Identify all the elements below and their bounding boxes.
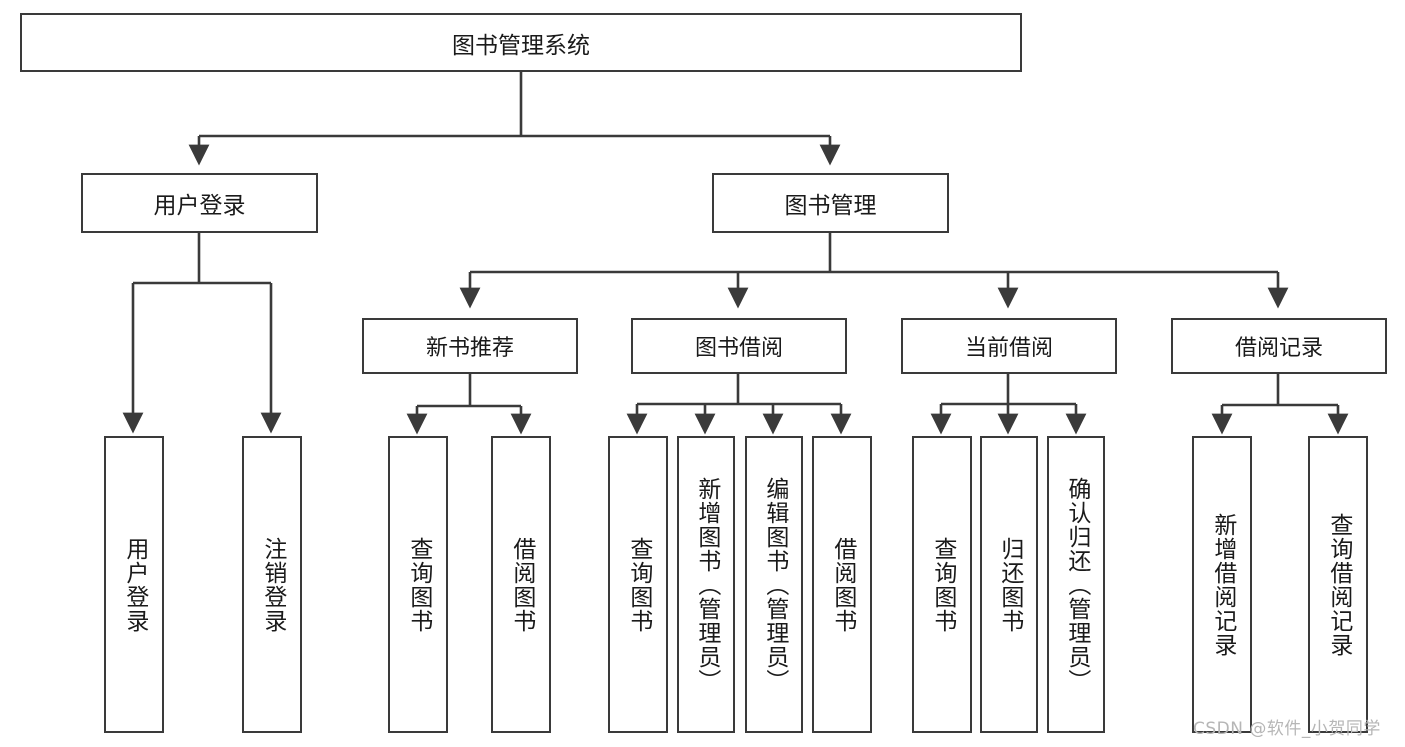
leaf-borrow-add-book-admin[interactable]: 新增图书（管理员） [677,436,735,733]
leaf-label: 查询图书 [625,536,652,633]
node-book-borrow[interactable]: 图书借阅 [631,318,847,374]
node-borrow-record-label: 借阅记录 [1234,336,1323,361]
node-book-borrow-label: 图书借阅 [694,336,783,361]
leaf-label: 注销登录 [259,536,286,633]
leaf-user-login-login[interactable]: 用户登录 [104,436,164,733]
leaf-label: 查询图书 [405,536,432,633]
leaf-current-return-book[interactable]: 归还图书 [980,436,1038,733]
node-book-management-label: 图书管理 [784,193,877,219]
node-root-label: 图书管理系统 [452,32,590,59]
leaf-label: 查询借阅记录 [1325,512,1352,657]
leaf-borrow-query-book[interactable]: 查询图书 [608,436,668,733]
leaf-label: 借阅图书 [829,536,856,633]
leaf-label: 用户登录 [121,536,148,633]
leaf-borrow-borrow-book[interactable]: 借阅图书 [812,436,872,733]
node-borrow-record[interactable]: 借阅记录 [1171,318,1387,374]
leaf-label: 确认归还（管理员） [1063,476,1090,693]
leaf-label: 编辑图书（管理员） [761,476,788,693]
node-book-management[interactable]: 图书管理 [712,173,949,233]
node-user-login[interactable]: 用户登录 [81,173,318,233]
leaf-recommend-query-book[interactable]: 查询图书 [388,436,448,733]
leaf-record-add-record[interactable]: 新增借阅记录 [1192,436,1252,733]
leaf-label: 查询图书 [929,536,956,633]
leaf-record-query-record[interactable]: 查询借阅记录 [1308,436,1368,733]
node-current-borrow-label: 当前借阅 [964,336,1053,361]
leaf-borrow-edit-book-admin[interactable]: 编辑图书（管理员） [745,436,803,733]
leaf-label: 归还图书 [996,536,1023,633]
leaf-label: 新增图书（管理员） [693,476,720,693]
node-current-borrow[interactable]: 当前借阅 [901,318,1117,374]
watermark: CSDN @软件_小贺同学 [1193,719,1381,739]
leaf-label: 借阅图书 [508,536,535,633]
node-new-book-recommend-label: 新书推荐 [425,336,514,361]
leaf-label: 新增借阅记录 [1209,512,1236,657]
leaf-recommend-borrow-book[interactable]: 借阅图书 [491,436,551,733]
node-new-book-recommend[interactable]: 新书推荐 [362,318,578,374]
leaf-current-query-book[interactable]: 查询图书 [912,436,972,733]
leaf-current-confirm-return-admin[interactable]: 确认归还（管理员） [1047,436,1105,733]
node-root[interactable]: 图书管理系统 [20,13,1022,72]
node-user-login-label: 用户登录 [153,193,246,219]
leaf-user-login-logout[interactable]: 注销登录 [242,436,302,733]
